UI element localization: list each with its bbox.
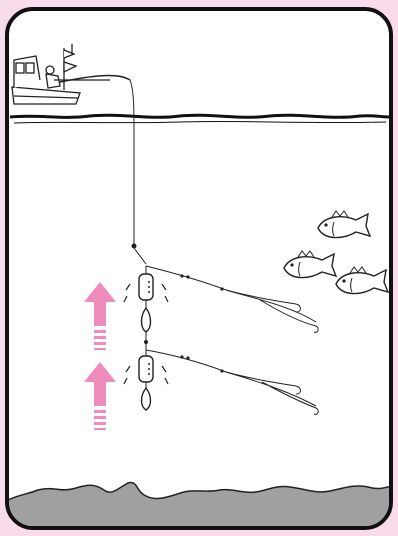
swivel xyxy=(132,244,137,249)
